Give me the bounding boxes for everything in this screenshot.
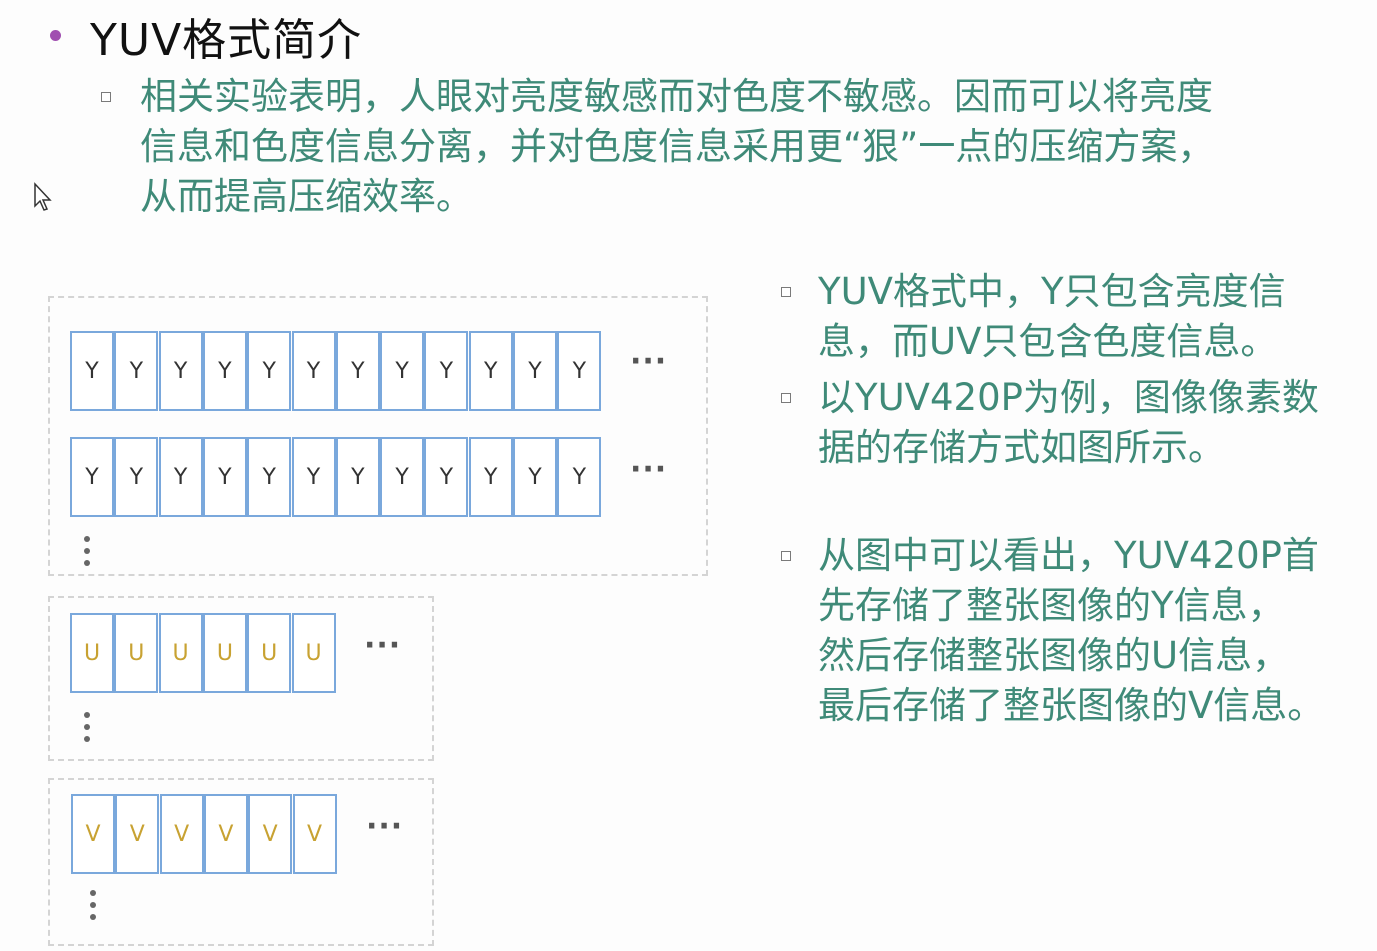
y-cell: Y — [114, 437, 159, 517]
mouse-cursor-icon — [34, 182, 52, 211]
y-cell: Y — [247, 437, 292, 517]
y-cell: Y — [158, 437, 203, 517]
title-bullet — [50, 30, 61, 41]
text-line: 最后存储了整张图像的V信息。 — [818, 684, 1325, 727]
v-vertical-ellipsis — [90, 890, 96, 926]
u-cell: U — [114, 613, 159, 693]
u-cell: U — [202, 613, 247, 693]
right-bullet-2: 以YUV420P为例，图像像素数 据的存储方式如图所示。 — [818, 373, 1319, 473]
y-cell: Y — [247, 331, 292, 411]
y-row-ellipsis: ··· — [630, 452, 668, 487]
v-cell: V — [115, 794, 160, 874]
intro-line: 相关实验表明，人眼对亮度敏感而对色度不敏感。因而可以将亮度 — [140, 75, 1213, 118]
y-cell: Y — [424, 331, 469, 411]
text-line: YUV格式中，Y只包含亮度信 — [818, 270, 1286, 313]
u-cell: U — [247, 613, 292, 693]
v-cell: V — [71, 794, 115, 874]
y-cell: Y — [202, 331, 247, 411]
y-cell: Y — [557, 331, 602, 411]
y-cell: Y — [335, 331, 380, 411]
intro-bullet — [101, 92, 111, 102]
right-bullet-3: 从图中可以看出，YUV420P首 先存储了整张图像的Y信息， 然后存储整张图像的… — [818, 531, 1324, 731]
v-cell: V — [203, 794, 248, 874]
y-cell: Y — [202, 437, 247, 517]
y-cell: Y — [380, 437, 425, 517]
text-line: 据的存储方式如图所示。 — [818, 426, 1225, 469]
intro-line: 信息和色度信息分离，并对色度信息采用更“狠”一点的压缩方案， — [140, 125, 1215, 168]
bullet-square — [781, 287, 791, 297]
v-plane-group — [48, 778, 434, 946]
text-line: 息，而UV只包含色度信息。 — [818, 320, 1278, 363]
y-plane-group — [48, 296, 708, 576]
y-cell: Y — [291, 437, 336, 517]
y-cell: Y — [424, 437, 469, 517]
y-cell: Y — [380, 331, 425, 411]
y-cell: Y — [468, 437, 513, 517]
text-line: 然后存储整张图像的U信息， — [818, 634, 1290, 677]
right-bullet-1: YUV格式中，Y只包含亮度信 息，而UV只包含色度信息。 — [818, 267, 1286, 367]
page-title: YUV格式简介 — [90, 15, 363, 66]
y-cell: Y — [114, 331, 159, 411]
bullet-square — [781, 551, 791, 561]
y-cell: Y — [158, 331, 203, 411]
v-cell: V — [292, 794, 337, 874]
text-line: 先存储了整张图像的Y信息， — [818, 584, 1285, 627]
y-cell: Y — [335, 437, 380, 517]
u-cell: U — [70, 613, 114, 693]
text-line: 以YUV420P为例，图像像素数 — [818, 376, 1319, 419]
y-cell: Y — [557, 437, 602, 517]
intro-paragraph: 相关实验表明，人眼对亮度敏感而对色度不敏感。因而可以将亮度 信息和色度信息分离，… — [140, 72, 1375, 222]
intro-line: 从而提高压缩效率。 — [140, 175, 473, 218]
u-plane-group — [48, 596, 434, 761]
v-cell: V — [159, 794, 204, 874]
y-cell: Y — [513, 437, 557, 517]
y-cell: Y — [70, 331, 114, 411]
u-cell: U — [291, 613, 336, 693]
v-cell: V — [248, 794, 293, 874]
u-cell: U — [158, 613, 203, 693]
y-row-ellipsis: ··· — [630, 344, 668, 379]
y-cell: Y — [513, 331, 557, 411]
v-row-ellipsis: ··· — [366, 809, 404, 844]
y-vertical-ellipsis — [84, 536, 90, 572]
u-vertical-ellipsis — [84, 712, 90, 748]
bullet-square — [781, 393, 791, 403]
text-line: 从图中可以看出，YUV420P首 — [818, 534, 1319, 577]
y-cell: Y — [468, 331, 513, 411]
u-row-ellipsis: ··· — [364, 628, 402, 663]
y-cell: Y — [70, 437, 114, 517]
y-cell: Y — [291, 331, 336, 411]
